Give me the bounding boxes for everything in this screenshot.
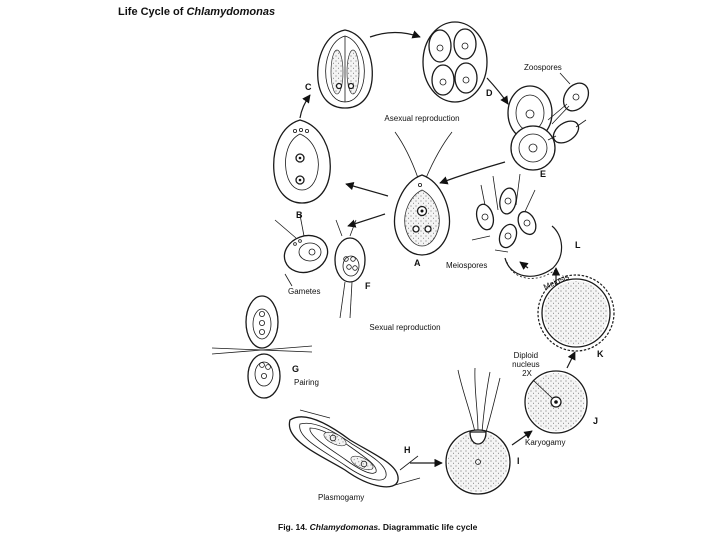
letter-e: E <box>540 169 546 179</box>
letter-h: H <box>404 445 411 455</box>
stage-i-zygote <box>445 367 511 495</box>
meiospores-label: Meiospores <box>446 261 487 270</box>
stage-j-diploid-zygote <box>524 370 588 434</box>
letter-k: K <box>597 349 604 359</box>
stage-c-dividing-cell <box>317 29 373 109</box>
plasmogamy-label: Plasmogamy <box>318 493 364 502</box>
arrow-l-to-meiospores <box>519 261 529 270</box>
arrow-i-to-j <box>511 430 533 446</box>
letter-a: A <box>414 258 421 268</box>
letter-l: L <box>575 240 581 250</box>
letter-d: D <box>486 88 493 98</box>
diagram-title: Life Cycle of Chlamydomonas <box>118 6 275 18</box>
arrow-a-to-gametes <box>347 213 386 228</box>
stage-a-mature-cell <box>393 131 453 256</box>
letter-f: F <box>365 281 371 291</box>
asexual-region-label: Asexual reproduction <box>384 114 459 123</box>
cycle-arrows <box>299 30 576 468</box>
stage-b-cell <box>273 119 331 204</box>
stage-h-plasmogamy <box>288 409 421 488</box>
zoospores-label: Zoospores <box>524 63 562 72</box>
stage-k-zygospore <box>537 274 615 352</box>
stage-e-zoospores <box>507 82 590 171</box>
arrow-a-to-b <box>345 182 389 197</box>
meiospores-group <box>471 173 537 253</box>
gametes-label: Gametes <box>288 287 320 296</box>
sexual-region-label: Sexual reproduction <box>369 323 440 332</box>
figure-caption: Fig. 14. Chlamydomonas. Diagrammatic lif… <box>278 522 478 532</box>
annotation-labels: Asexual reproduction Sexual reproduction… <box>284 63 570 502</box>
stage-letters: A B C D E F G H I J K L <box>292 82 604 466</box>
stage-d-sporangium <box>422 21 488 103</box>
letter-g: G <box>292 364 299 374</box>
letter-b: B <box>296 210 303 220</box>
arrow-c-to-d <box>369 30 421 39</box>
letter-i: I <box>517 456 520 466</box>
arrow-j-to-k <box>566 351 576 369</box>
diploid-nucleus-label: Diploid nucleus 2X <box>512 351 542 378</box>
arrow-d-to-e <box>486 77 509 105</box>
letter-c: C <box>305 82 312 92</box>
karyogamy-label: Karyogamy <box>525 438 565 447</box>
stage-g-pairing <box>211 295 313 399</box>
gametes-pair <box>274 214 366 319</box>
arrow-e-to-a <box>439 161 506 185</box>
stage-l-zygospore-wall <box>504 225 563 279</box>
pairing-label: Pairing <box>294 378 319 387</box>
letter-j: J <box>593 416 598 426</box>
arrow-b-to-c <box>299 94 311 119</box>
